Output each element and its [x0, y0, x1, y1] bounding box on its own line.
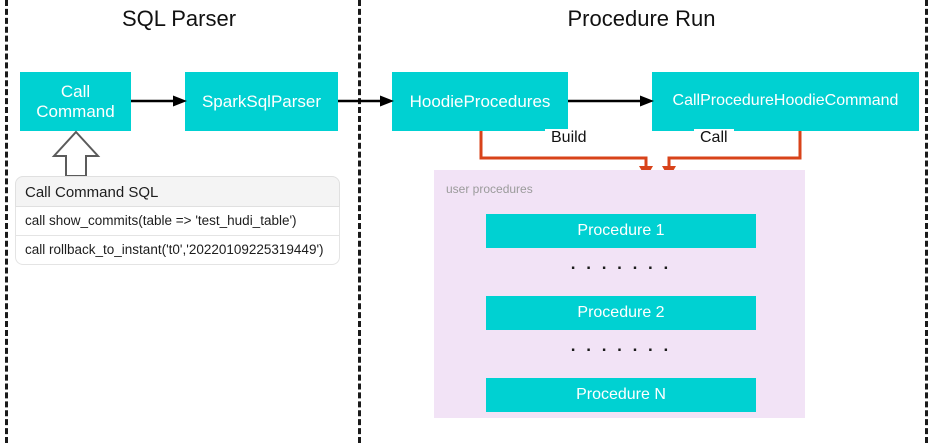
- section-title-procedure-run: Procedure Run: [567, 6, 716, 31]
- arrow-right-icon: [338, 95, 394, 107]
- connector-label-build: Build: [545, 129, 593, 147]
- sql-table-row[interactable]: call rollback_to_instant('t0','202201092…: [15, 236, 340, 265]
- orange-connector-lines: [479, 131, 802, 176]
- node-call-command[interactable]: Call Command: [20, 72, 131, 131]
- connector-label-call: Call: [694, 129, 734, 147]
- arrow-right-icon: [568, 95, 654, 107]
- hollow-arrow-up-icon: [51, 130, 101, 177]
- sql-table-row[interactable]: call show_commits(table => 'test_hudi_ta…: [15, 207, 340, 236]
- section-title-sql-parser: SQL Parser: [121, 6, 237, 31]
- user-procedures-panel: user procedures Procedure 1 . . . . . . …: [434, 170, 805, 418]
- procedure-item[interactable]: Procedure N: [486, 378, 756, 412]
- divider-middle: [358, 0, 361, 443]
- divider-right: [925, 0, 928, 443]
- procedure-ellipsis: . . . . . . .: [570, 254, 672, 273]
- procedure-item[interactable]: Procedure 2: [486, 296, 756, 330]
- procedure-item[interactable]: Procedure 1: [486, 214, 756, 248]
- arrow-right-icon: [131, 95, 187, 107]
- sql-table-header: Call Command SQL: [15, 176, 340, 207]
- user-procedures-label: user procedures: [446, 182, 533, 196]
- node-call-procedure-hoodie-command[interactable]: CallProcedureHoodieCommand: [652, 72, 919, 131]
- divider-left: [5, 0, 8, 443]
- node-spark-sql-parser[interactable]: SparkSqlParser: [185, 72, 338, 131]
- node-hoodie-procedures[interactable]: HoodieProcedures: [392, 72, 568, 131]
- procedure-ellipsis: . . . . . . .: [570, 336, 672, 355]
- call-command-sql-table: Call Command SQL call show_commits(table…: [15, 176, 340, 265]
